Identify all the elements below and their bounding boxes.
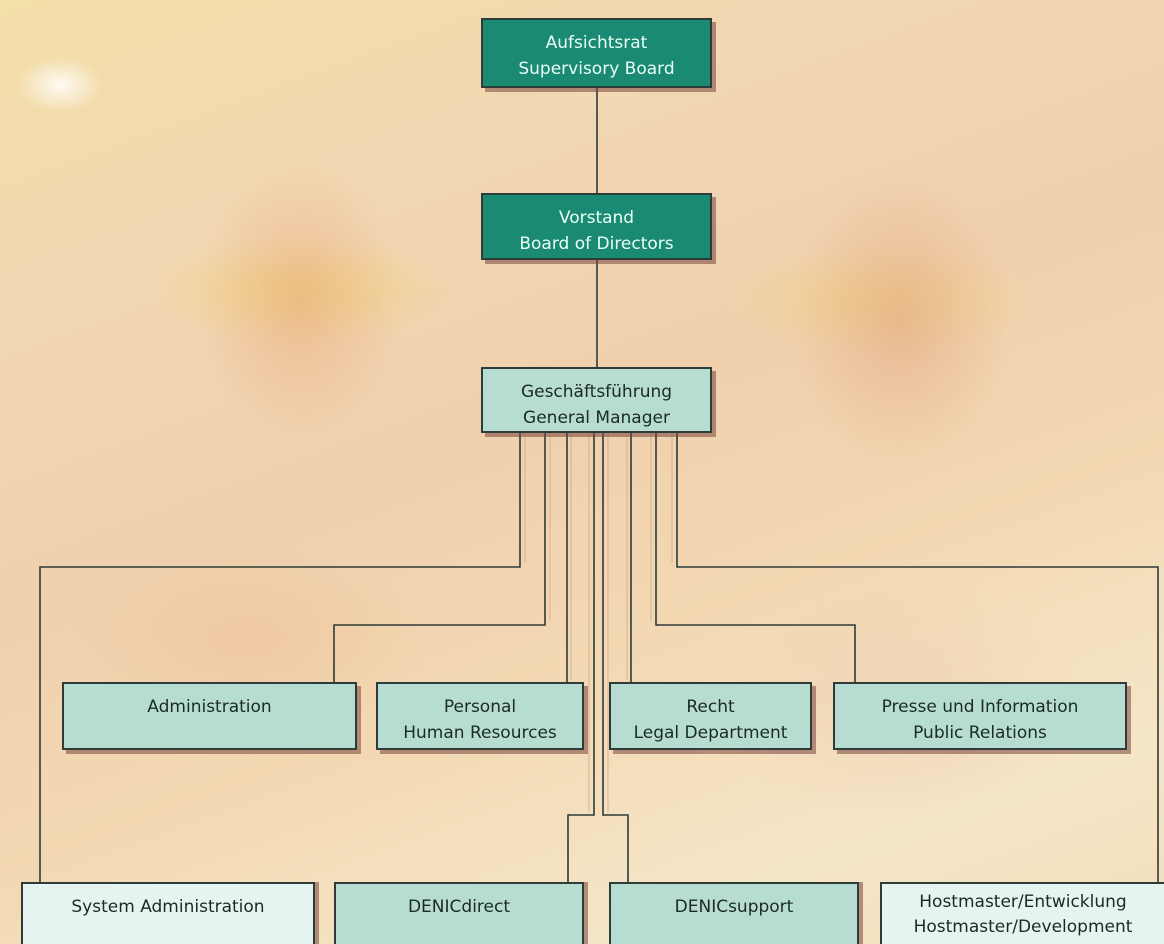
public-relations-de: Presse und Information — [881, 697, 1079, 717]
connector-hostmaster — [676, 432, 1159, 882]
human-resources-en: Human Resources — [403, 723, 557, 743]
board-of-directors-en: Board of Directors — [519, 234, 674, 254]
legal-department-box: Recht Legal Department — [609, 682, 812, 750]
connector-administration — [333, 432, 546, 682]
denicsupport-label: DENICsupport — [674, 897, 794, 917]
legal-department-en: Legal Department — [633, 723, 788, 743]
denicsupport-box: DENICsupport — [609, 882, 859, 944]
system-administration-label: System Administration — [71, 897, 265, 917]
board-of-directors-box: Vorstand Board of Directors — [481, 193, 712, 260]
human-resources-de: Personal — [443, 697, 517, 717]
system-administration-box: System Administration — [21, 882, 315, 944]
connector-denicdirect — [567, 432, 595, 882]
administration-label: Administration — [147, 697, 272, 717]
supervisory-board-en: Supervisory Board — [518, 59, 675, 79]
legal-department-de: Recht — [686, 697, 735, 717]
public-relations-en: Public Relations — [913, 723, 1047, 743]
general-manager-en: General Manager — [523, 408, 670, 428]
connector-system-administration — [39, 432, 521, 882]
denicdirect-box: DENICdirect — [334, 882, 584, 944]
denicdirect-label: DENICdirect — [407, 897, 511, 917]
general-manager-de: Geschäftsführung — [520, 382, 673, 402]
hostmaster-box: Hostmaster/Entwicklung Hostmaster/Develo… — [880, 882, 1164, 944]
administration-box: Administration — [62, 682, 357, 750]
connector-denicsupport — [602, 432, 629, 882]
board-of-directors-de: Vorstand — [558, 208, 635, 228]
public-relations-box: Presse und Information Public Relations — [833, 682, 1127, 750]
supervisory-board-de: Aufsichtsrat — [545, 33, 648, 53]
supervisory-board-box: Aufsichtsrat Supervisory Board — [481, 18, 712, 88]
hostmaster-en: Hostmaster/Development — [913, 917, 1133, 937]
hostmaster-de: Hostmaster/Entwicklung — [919, 892, 1127, 912]
general-manager-box: Geschäftsführung General Manager — [481, 367, 712, 433]
connector-presse — [655, 432, 856, 682]
human-resources-box: Personal Human Resources — [376, 682, 584, 750]
